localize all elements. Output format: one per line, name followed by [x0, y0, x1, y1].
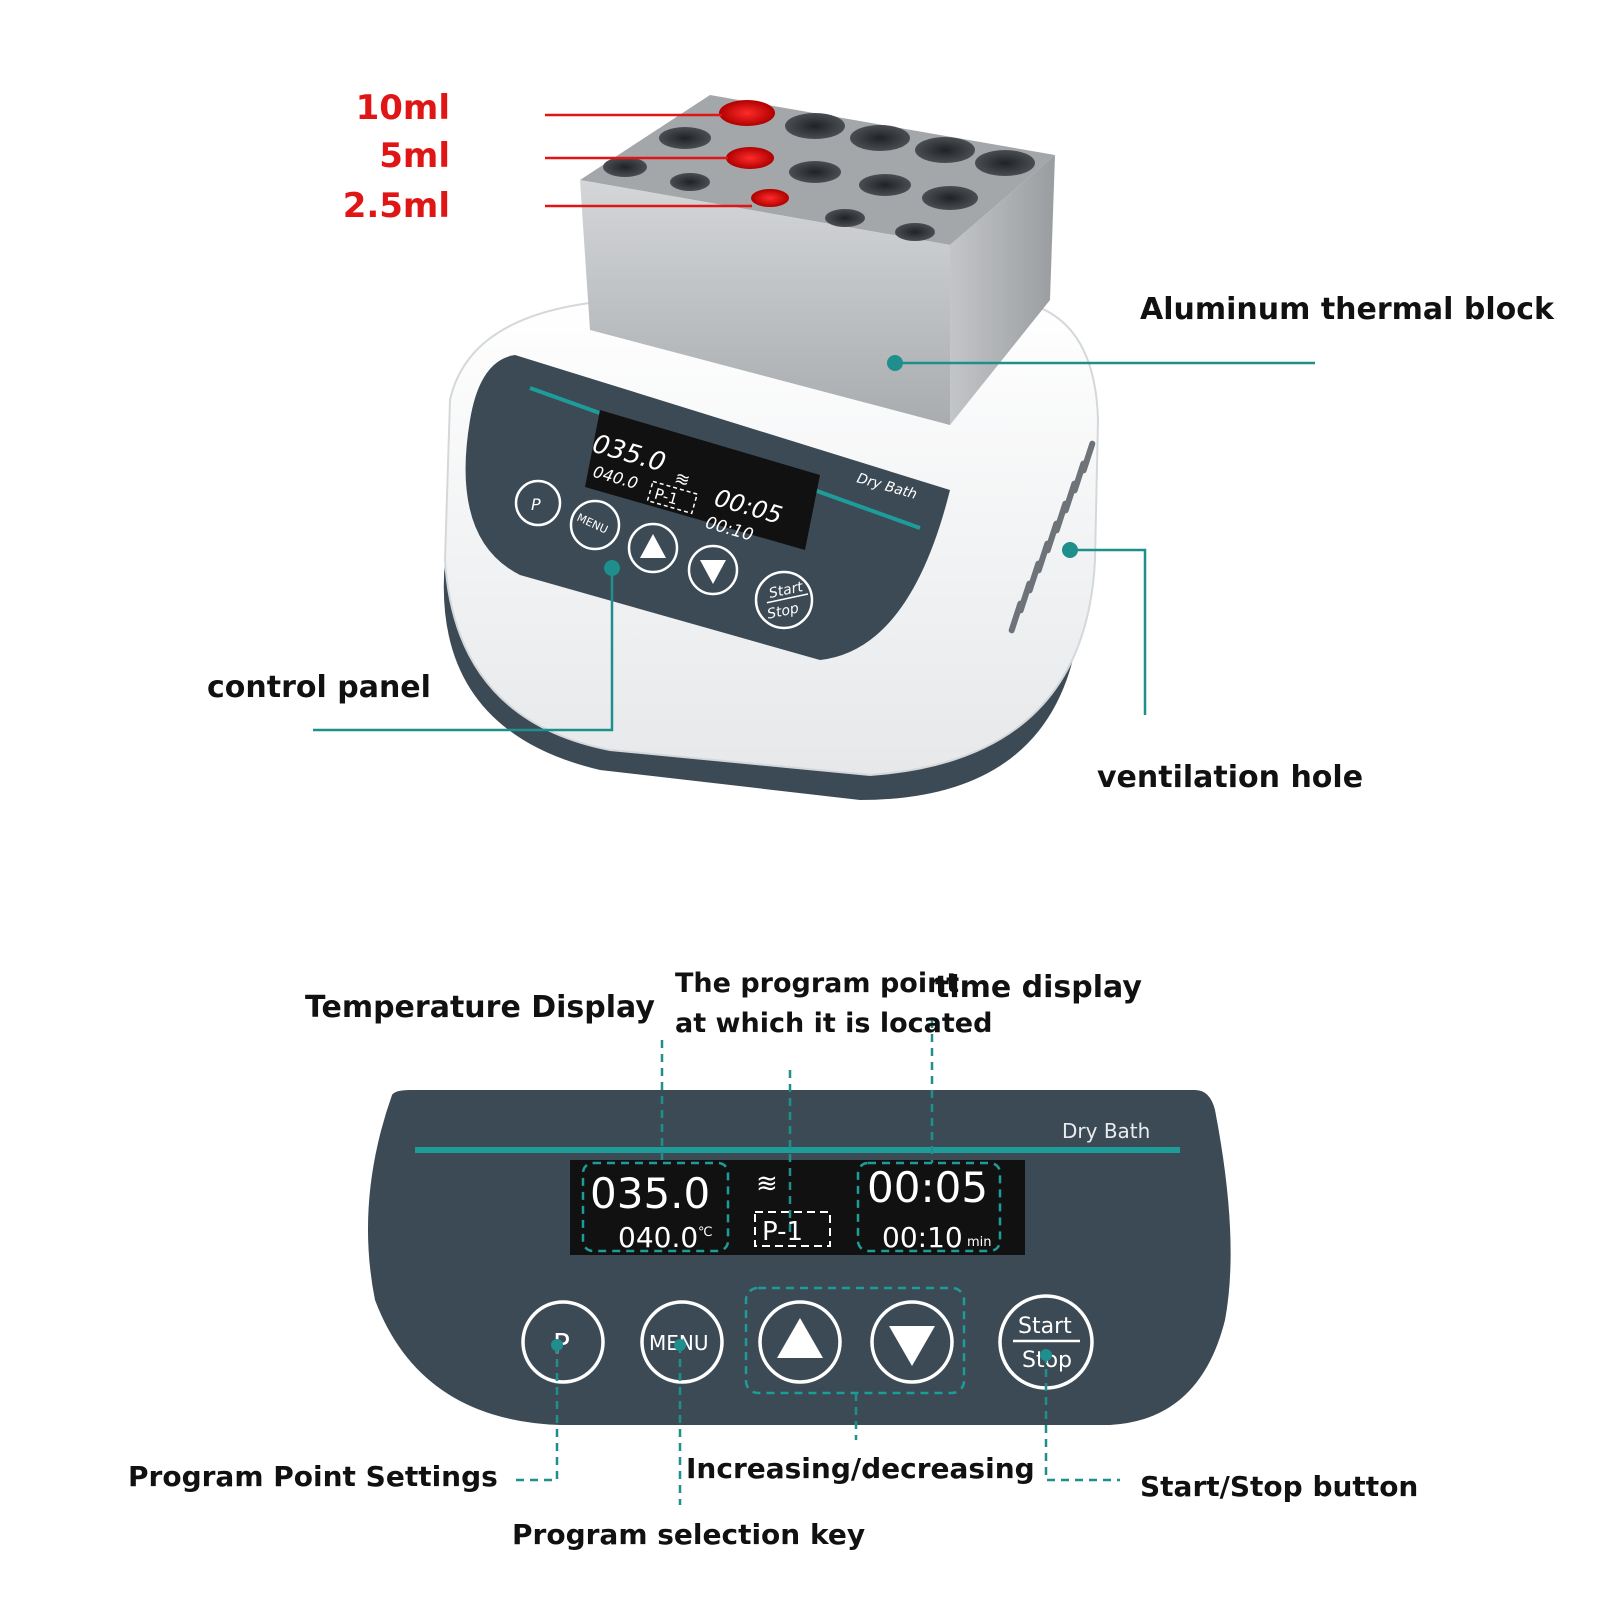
tube-hole — [859, 174, 911, 196]
label-program-point-line1: The program point — [675, 968, 960, 999]
aluminum-block — [580, 95, 1055, 425]
highlight-temperature — [581, 1161, 730, 1253]
leader-start-stop — [1044, 1355, 1120, 1482]
label-program-point-line2: at which it is located — [675, 1008, 993, 1039]
panel-menu-button[interactable] — [640, 1300, 724, 1384]
tube-hole — [659, 127, 711, 149]
block-side — [950, 155, 1055, 425]
device-control-panel: 035.0 040.0 ≋ P-1 00:05 00:10 Dry Bath P… — [465, 355, 950, 660]
panel-program-box — [754, 1211, 831, 1247]
leader-control-panel — [313, 568, 614, 732]
tube-hole — [895, 223, 935, 241]
device-up-arrow-icon — [640, 534, 666, 558]
label-program-selection-key: Program selection key — [512, 1518, 866, 1551]
enlarged-panel: Dry Bath 035.0 040.0 ℃ ≋ P-1 00:05 00:10… — [367, 1090, 1231, 1425]
panel-program: P-1 — [762, 1217, 803, 1247]
panel-time-unit: min — [967, 1235, 992, 1250]
tube-hole-10ml — [719, 100, 775, 126]
label-2.5ml: 2.5ml — [342, 186, 450, 226]
tube-hole — [850, 125, 910, 151]
device-p-button-label: P — [531, 495, 541, 514]
label-time-display: time display — [935, 970, 1142, 1005]
device-down-button[interactable] — [687, 544, 739, 596]
panel-lcd — [570, 1160, 1025, 1255]
tube-hole — [922, 186, 978, 210]
device-menu-button[interactable] — [569, 499, 621, 551]
device-up-button[interactable] — [627, 522, 679, 574]
leader-program-settings — [513, 1345, 559, 1482]
device-lcd — [585, 410, 820, 550]
panel-brand: Dry Bath — [1062, 1119, 1150, 1143]
panel-temp-set: 040.0 — [618, 1221, 698, 1254]
panel-time-main: 00:05 — [867, 1163, 988, 1212]
label-program-point-settings: Program Point Settings — [128, 1460, 498, 1493]
label-ventilation-hole: ventilation hole — [1097, 760, 1364, 795]
bottom-leader-dots — [551, 1339, 1052, 1361]
bottom-leaders — [513, 1020, 1120, 1505]
tube-hole — [603, 157, 647, 177]
panel-start-label: Start — [1018, 1314, 1072, 1339]
tube-hole-5ml — [726, 147, 774, 169]
tube-hole — [825, 209, 865, 227]
label-aluminum-block: Aluminum thermal block — [1140, 292, 1554, 327]
up-arrow-icon — [777, 1318, 823, 1358]
tube-hole — [975, 150, 1035, 176]
down-arrow-icon — [889, 1326, 935, 1366]
tube-hole — [670, 173, 710, 191]
tube-hole — [915, 137, 975, 163]
tube-hole — [789, 161, 841, 183]
device-start-stop-button[interactable] — [754, 570, 814, 630]
tube-hole-2.5ml — [751, 189, 789, 207]
device-heat-symbol: ≋ — [672, 468, 692, 492]
block-front — [580, 180, 950, 425]
panel-temp-unit: ℃ — [698, 1225, 713, 1240]
device-p-button[interactable] — [514, 479, 562, 527]
label-start-stop-button: Start/Stop button — [1140, 1470, 1419, 1503]
device-program: P-1 — [652, 485, 680, 509]
leader-ventilation — [1070, 548, 1147, 715]
volume-leaders — [545, 113, 752, 208]
device-down-arrow-icon — [700, 560, 726, 584]
label-10ml: 10ml — [355, 88, 450, 128]
label-increasing-decreasing: Increasing/decreasing — [686, 1452, 1035, 1485]
panel-p-button[interactable] — [521, 1300, 605, 1384]
label-program-point: The program point at which it is located — [675, 964, 992, 1044]
panel-heat-symbol: ≋ — [756, 1169, 778, 1199]
highlight-time — [856, 1161, 1002, 1253]
top-leaders — [313, 361, 1315, 732]
panel-time-set: 00:10 — [882, 1221, 963, 1254]
tube-hole — [785, 113, 845, 139]
label-control-panel: control panel — [207, 670, 431, 705]
device-stop-label: Stop — [766, 600, 801, 622]
panel-up-button[interactable] — [758, 1300, 842, 1384]
leader-dots — [604, 355, 1078, 576]
label-temperature-display: Temperature Display — [305, 990, 655, 1025]
panel-down-button[interactable] — [870, 1300, 954, 1384]
label-5ml: 5ml — [379, 136, 450, 176]
panel-temp-main: 035.0 — [590, 1169, 710, 1218]
ventilation-slits — [1008, 440, 1096, 634]
